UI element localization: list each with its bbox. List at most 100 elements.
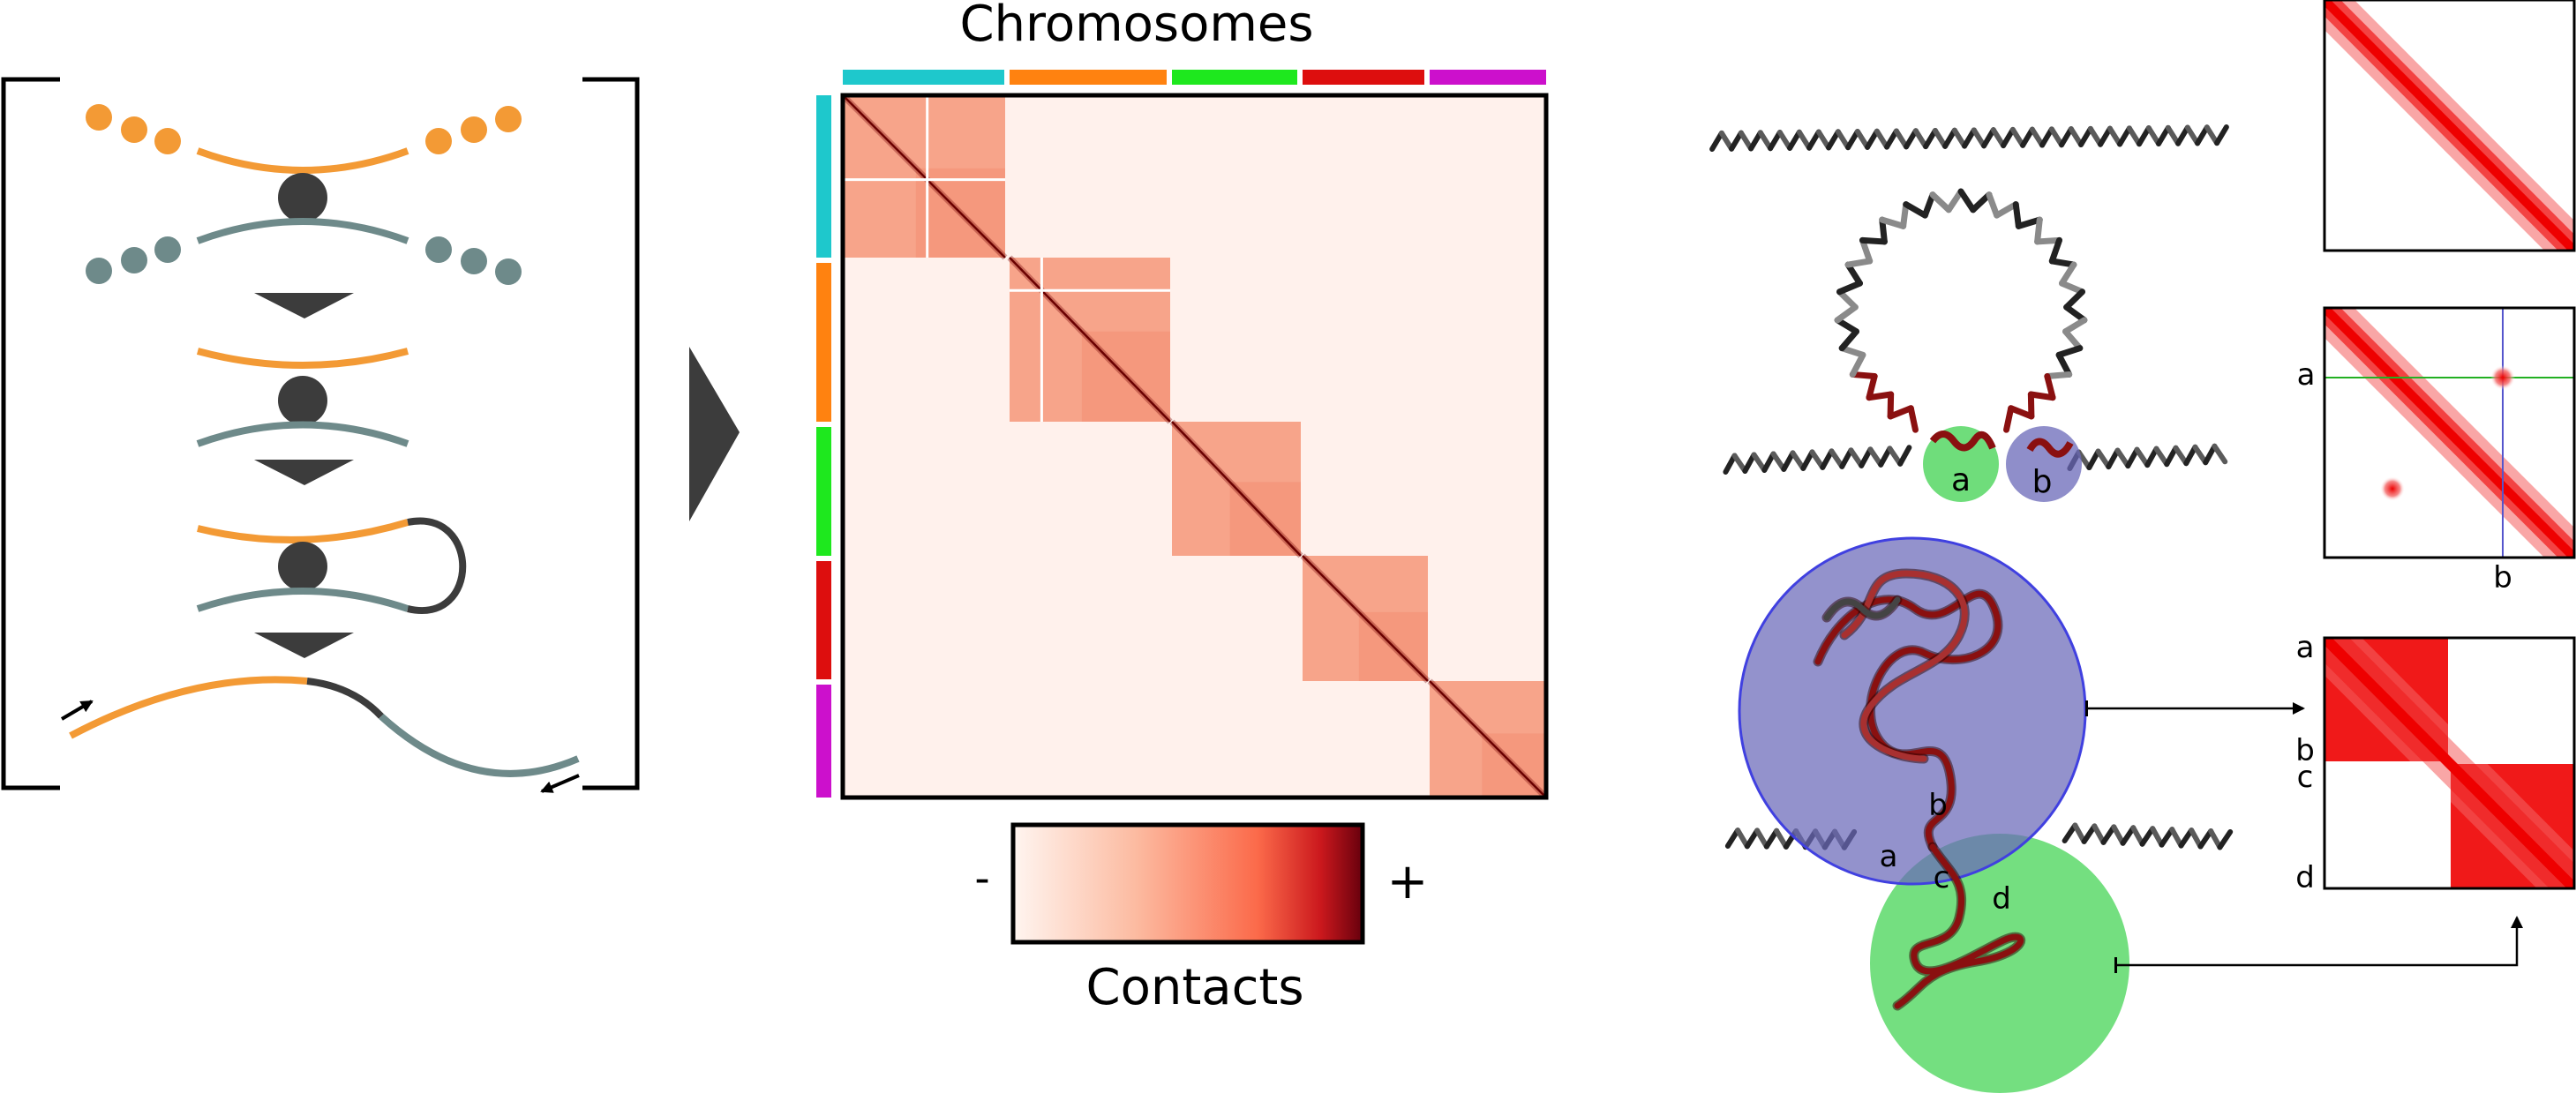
loop-segment <box>2012 201 2022 229</box>
diagonal-core <box>1302 555 1429 682</box>
loop-segment <box>1921 191 1936 219</box>
helix-segment <box>1709 130 1724 152</box>
crosslink-protein <box>278 542 327 591</box>
colorbar-min-label: - <box>974 854 989 903</box>
helix-segment <box>2020 126 2035 148</box>
matrix-label-d: d <box>2295 860 2315 895</box>
helix-segment <box>1878 446 1893 468</box>
helix-segment <box>2048 126 2065 148</box>
helix-segment <box>2039 126 2054 148</box>
helix-segment <box>1757 130 1774 152</box>
helix-segment <box>1744 828 1761 850</box>
loop-segment <box>2015 216 2043 229</box>
helix-segment <box>1820 448 1835 470</box>
helix-segment <box>1904 128 1919 150</box>
colorbar <box>1010 822 1365 945</box>
helix-segment <box>1718 130 1735 152</box>
helix-segment <box>2062 822 2078 843</box>
helix-segment <box>1845 129 1860 151</box>
loop-segment <box>2063 303 2088 324</box>
helix-segment <box>2164 445 2179 468</box>
diagonal-core <box>843 95 1006 258</box>
loop-segment <box>2059 261 2077 287</box>
contact-map-panel: Chromosomes - + Contacts <box>816 0 1549 1016</box>
diagonal-core <box>1429 680 1546 798</box>
helix-segment <box>1751 452 1768 473</box>
helix-segment <box>1854 129 1871 150</box>
ligation-schematic <box>1 77 640 793</box>
orange-bead <box>425 128 452 154</box>
helix-segment <box>1951 127 1968 149</box>
matrix-linear <box>2323 0 2576 252</box>
loop-segment <box>2055 351 2073 378</box>
heatmap-frame <box>840 93 1549 800</box>
helix-segment <box>2139 826 2156 847</box>
pipeline-arrow <box>689 347 740 521</box>
loop-segment <box>1970 191 1993 213</box>
slate-bead <box>154 236 181 263</box>
slate-strand <box>379 714 580 777</box>
helix-segment <box>2212 443 2228 465</box>
matrix-frame <box>2323 636 2576 890</box>
matrix-label-c: c <box>2297 760 2314 795</box>
slate-strand <box>196 588 409 612</box>
loop-segment <box>2059 280 2086 296</box>
helix-segment <box>2098 125 2113 147</box>
helix-segment <box>1763 828 1780 850</box>
helix-segment <box>1761 451 1776 473</box>
left-bracket <box>1 77 60 790</box>
helix-segment <box>1912 128 1929 150</box>
loop-segment <box>2044 371 2073 380</box>
helix-segment <box>1738 130 1754 152</box>
helix-segment <box>2208 828 2223 850</box>
slate-bead <box>425 236 452 263</box>
loop-segment <box>2034 216 2043 245</box>
loop-segment <box>2008 405 2035 420</box>
slate-bead <box>86 258 112 284</box>
crosslink-protein <box>278 376 327 425</box>
helix-segment <box>2125 446 2140 469</box>
helix-segment <box>2192 444 2209 466</box>
helix-segment <box>2126 125 2143 147</box>
helix-segment <box>2068 126 2084 148</box>
helix-segment <box>1897 445 1912 467</box>
helix-segment <box>2159 827 2175 848</box>
point-a-label: a <box>1880 839 1898 874</box>
right-bracket <box>582 77 640 790</box>
helix-segment <box>1942 127 1957 149</box>
helix-segment <box>1981 127 1996 149</box>
helix-segment <box>1768 130 1783 152</box>
chromosome-strip-segment <box>1172 70 1297 85</box>
helix-segment <box>1962 127 1977 149</box>
helix-segment <box>1815 129 1832 151</box>
helix-segment <box>2150 826 2165 848</box>
helix-segment <box>2095 448 2112 470</box>
helix-segment <box>2092 823 2107 845</box>
chromosome-strip-segment <box>1430 70 1546 85</box>
helix-segment <box>2001 126 2016 149</box>
chromosome-strip-segment <box>816 263 831 422</box>
loop-segment <box>1834 303 1859 324</box>
helix-segment <box>2203 443 2218 466</box>
loop-segment <box>1887 405 1914 420</box>
orange-strand <box>196 348 409 369</box>
matrix-col-label: b <box>2493 560 2512 595</box>
chromosome-strip-segment <box>816 561 831 679</box>
chromosome-strip-segment <box>816 95 831 258</box>
helix-segment <box>1848 447 1865 468</box>
helix-segment <box>1835 129 1851 151</box>
helix-segment <box>2183 444 2198 467</box>
loop-segment <box>2034 236 2063 245</box>
loop-segment <box>1986 191 2001 219</box>
helix-segment <box>1729 130 1744 152</box>
diagonal-core <box>1009 257 1171 423</box>
helix-segment <box>2189 828 2204 850</box>
helix-segment <box>1748 130 1763 152</box>
chromosome-color-strip-left <box>816 95 831 798</box>
down-arrow <box>254 633 354 658</box>
fiber-right-segment <box>2067 443 2228 471</box>
ligation-junction <box>407 517 467 614</box>
colorbar-max-label: + <box>1387 853 1429 910</box>
loop-segment <box>1859 236 1874 265</box>
green-domain-arrow <box>2114 916 2523 973</box>
